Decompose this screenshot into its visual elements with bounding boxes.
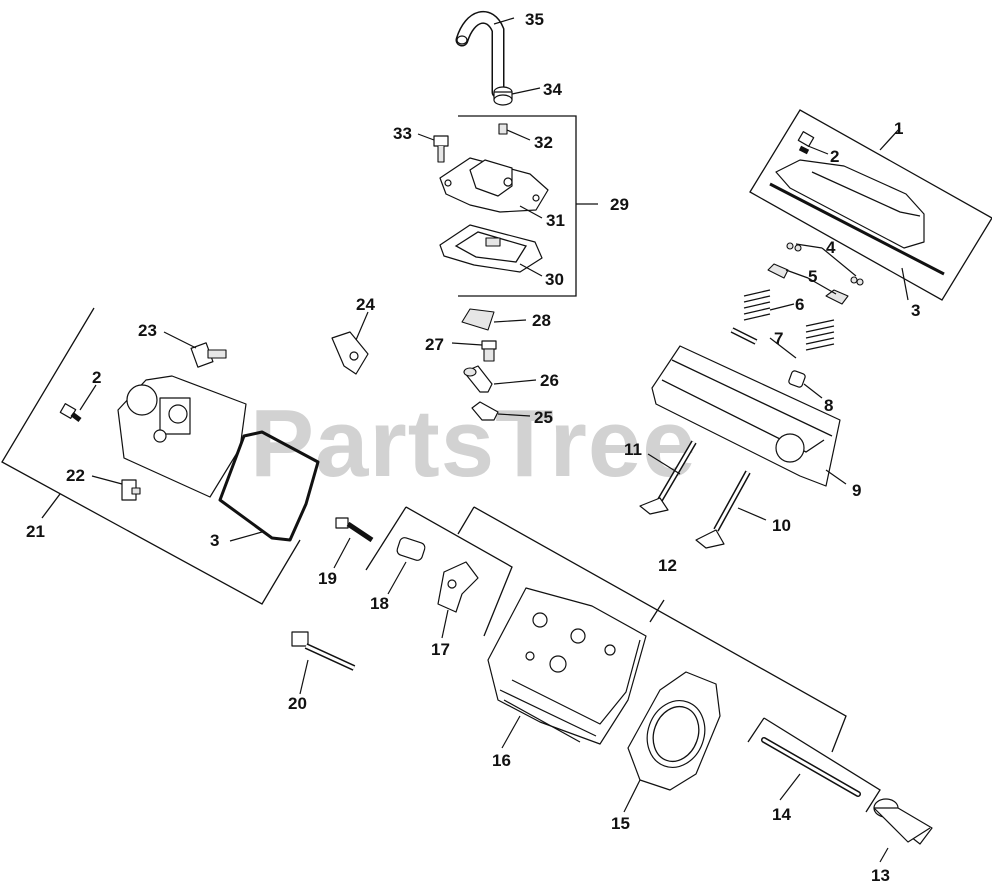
part-24-bracket <box>331 331 369 375</box>
part-33-bolt <box>433 135 449 163</box>
callout-17: 17 <box>431 640 450 659</box>
callout-8: 8 <box>824 396 833 415</box>
bracket-21 <box>1 307 301 605</box>
part-11-valve <box>639 440 697 515</box>
callout-10: 10 <box>772 516 791 535</box>
callout-2-left: 2 <box>92 368 101 387</box>
part-32-nut <box>498 123 508 135</box>
callout-12: 12 <box>658 556 677 575</box>
part-26-clip <box>463 365 493 393</box>
callout-21: 21 <box>26 522 45 541</box>
callout-labels: 35 34 33 32 31 30 29 28 27 26 25 24 23 2… <box>26 10 920 883</box>
callout-16: 16 <box>492 751 511 770</box>
part-2-bolt-left <box>59 403 82 422</box>
part-16-cylinder-head <box>487 587 647 745</box>
callout-18: 18 <box>370 594 389 613</box>
part-10-valve <box>695 470 751 549</box>
callout-34: 34 <box>543 80 562 99</box>
part-30-reed-plate <box>439 224 543 273</box>
callout-5: 5 <box>808 267 817 286</box>
part-23-fitting <box>190 342 227 368</box>
callout-20: 20 <box>288 694 307 713</box>
callout-3-right: 3 <box>911 301 920 320</box>
callout-13: 13 <box>871 866 890 883</box>
part-19-bolt <box>335 517 374 543</box>
callout-25: 25 <box>534 408 553 427</box>
callout-7: 7 <box>774 329 783 348</box>
leader-lines <box>79 17 909 863</box>
callout-19: 19 <box>318 569 337 588</box>
part-4-keepers <box>786 242 864 286</box>
bracket-29 <box>458 115 598 297</box>
part-13-tappet <box>873 798 933 845</box>
callout-26: 26 <box>540 371 559 390</box>
callout-30: 30 <box>545 270 564 289</box>
part-5-retainer-right <box>825 289 849 305</box>
part-17-rocker-arm <box>437 561 479 613</box>
bracket-14 <box>747 717 881 813</box>
callout-23: 23 <box>138 321 157 340</box>
part-28-baffle <box>461 308 495 331</box>
part-35-breather-tube <box>455 10 505 99</box>
part-1-valve-cover <box>775 159 925 249</box>
callout-14: 14 <box>772 805 791 824</box>
part-15-head-gasket <box>627 671 721 791</box>
callout-2-right: 2 <box>830 147 839 166</box>
callout-35: 35 <box>525 10 544 29</box>
part-21-valve-cover <box>117 375 247 498</box>
part-18-pivot <box>396 537 426 561</box>
callout-24: 24 <box>356 295 375 314</box>
callout-32: 32 <box>534 133 553 152</box>
part-14-push-rod <box>761 737 861 797</box>
callout-22: 22 <box>66 466 85 485</box>
part-31-breather-cover <box>439 157 549 213</box>
callout-11: 11 <box>624 440 642 459</box>
callout-1: 1 <box>894 119 903 138</box>
callout-9: 9 <box>852 481 861 500</box>
callout-28: 28 <box>532 311 551 330</box>
part-7-pin <box>730 327 758 345</box>
part-8-spacer <box>788 370 806 388</box>
part-6-spring-left <box>743 289 771 321</box>
callout-15: 15 <box>611 814 630 833</box>
callout-3-left: 3 <box>210 531 219 550</box>
part-5-retainer-left <box>767 263 789 279</box>
part-20-head-bolt <box>291 631 356 671</box>
part-6-spring-right <box>805 319 835 351</box>
bracket-1 <box>749 109 992 301</box>
part-9-rocker-housing <box>651 345 841 487</box>
part-34-clamp <box>493 86 513 106</box>
callout-31: 31 <box>546 211 565 230</box>
part-25-clip <box>471 401 499 421</box>
callout-4: 4 <box>826 238 836 257</box>
callout-33: 33 <box>393 124 412 143</box>
part-2-bolt-right <box>797 131 815 155</box>
part-3-gasket-right <box>769 182 945 276</box>
part-22-fitting <box>121 479 141 501</box>
part-27-screw <box>481 340 497 362</box>
callout-27: 27 <box>425 335 444 354</box>
callout-6: 6 <box>795 295 804 314</box>
part-3-gasket-left <box>218 430 320 542</box>
callout-29: 29 <box>610 195 629 214</box>
bracket-12 <box>365 506 847 753</box>
